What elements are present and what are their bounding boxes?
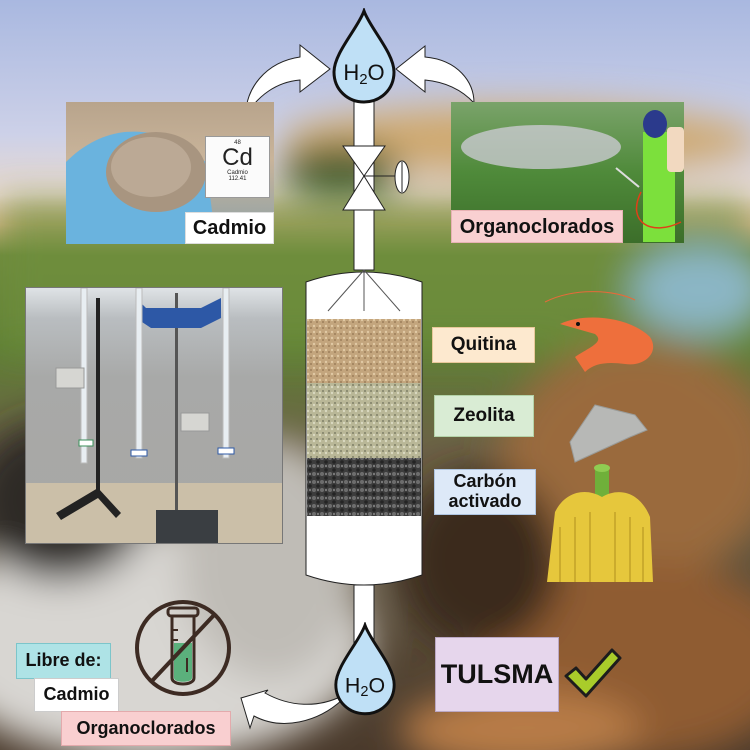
shrimp-icon	[544, 291, 654, 372]
checkmark-icon	[564, 648, 622, 698]
gloved-hand-granules-icon	[66, 131, 216, 244]
label-chitin: Quitina	[432, 327, 535, 363]
layer-zeolite	[307, 383, 421, 458]
layer-chitin	[307, 319, 421, 383]
label-zeolite: Zeolita	[434, 395, 534, 437]
svg-text:H2O: H2O	[345, 673, 385, 700]
label-activated-carbon: Carbón activado	[434, 469, 536, 515]
label-activated-carbon-line1: Carbón	[453, 471, 517, 492]
farmer-spraying-icon	[461, 110, 684, 242]
arrow-water-to-result	[240, 689, 343, 730]
water-drop-top: H2O	[332, 8, 396, 104]
layer-activated-carbon	[307, 458, 421, 516]
water-drop-bottom: H2O	[334, 622, 396, 716]
arrow-cadmium-to-water	[245, 43, 331, 117]
banana-bunch-icon	[547, 464, 653, 582]
element-symbol: Cd	[222, 144, 253, 171]
cadmium-photo: 48 Cd Cadmio 112.41 Cadmio	[66, 102, 274, 244]
arrow-organochlorines-to-water	[395, 44, 475, 105]
pesticide-spraying-photo: Organoclorados	[451, 102, 684, 243]
filter-column	[305, 269, 423, 586]
no-contaminants-icon	[135, 600, 231, 696]
element-name: Cadmio	[227, 170, 248, 176]
organochlorines-caption: Organoclorados	[451, 210, 623, 243]
svg-text:H2O: H2O	[343, 60, 384, 88]
valve[interactable]	[342, 145, 410, 211]
column-stand-icon	[26, 288, 282, 543]
free-of-organochlorines: Organoclorados	[61, 711, 231, 746]
label-activated-carbon-line2: activado	[448, 491, 522, 511]
tulsma-standard: TULSMA	[435, 637, 559, 712]
cadmium-caption: Cadmio	[185, 212, 274, 244]
free-of-cadmium: Cadmio	[34, 678, 119, 712]
free-of-title: Libre de:	[16, 643, 111, 679]
zeolite-rock-icon	[569, 404, 648, 463]
atomic-number: 48	[234, 140, 241, 146]
source-materials	[544, 291, 654, 582]
lab-setup-photo	[25, 287, 283, 544]
element-card: 48 Cd Cadmio 112.41	[205, 136, 270, 198]
atomic-mass: 112.41	[228, 176, 247, 182]
